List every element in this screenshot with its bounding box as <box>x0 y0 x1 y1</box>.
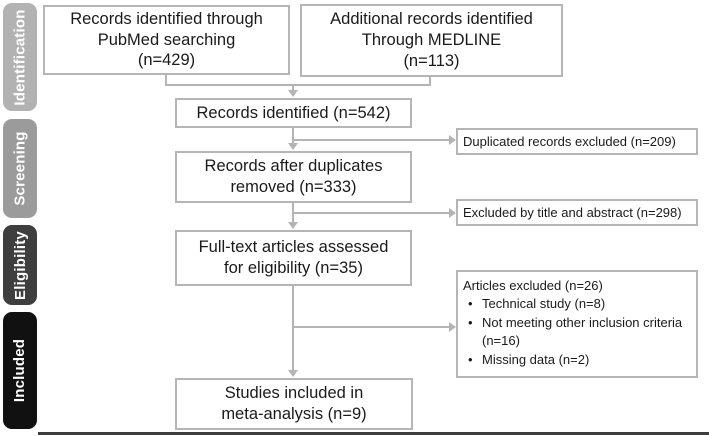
connector-branch-articles-excluded <box>292 326 449 328</box>
node-records-identified: Records identified (n=542) <box>175 98 412 128</box>
stage-included: Included <box>3 312 37 429</box>
stage-screening: Screening <box>3 119 37 218</box>
node-records-pubmed: Records identified through PubMed search… <box>43 5 290 75</box>
connector-medline-down <box>429 77 431 86</box>
arrowhead-right-icon <box>449 135 456 145</box>
connector-merge-horizontal <box>165 84 431 86</box>
arrowhead-down-icon <box>288 143 298 150</box>
connector-pubmed-down <box>165 75 167 86</box>
stage-eligibility-label: Eligibility <box>11 230 29 300</box>
figure-bottom-rule <box>38 432 709 435</box>
node-articles-excluded: Articles excluded (n=26) • Technical stu… <box>456 270 698 378</box>
bullet-text: Missing data (n=2) <box>482 351 590 367</box>
arrowhead-down-icon <box>288 370 298 377</box>
bullet-icon: • <box>468 351 473 367</box>
node-duplicated-excluded: Duplicated records excluded (n=209) <box>456 128 698 155</box>
stage-included-label: Included <box>11 338 29 403</box>
connector-branch-duplicated-excluded <box>292 139 449 141</box>
stage-identification-label: Identification <box>11 8 29 106</box>
node-duplicates-removed: Records after duplicates removed (n=333) <box>175 151 412 203</box>
connector-branch-title-abstract <box>292 212 449 214</box>
connector-to-studies-included <box>292 286 294 372</box>
bullet-icon: • <box>468 296 473 312</box>
articles-excluded-bullet-1: • Technical study (n=8) <box>463 295 690 313</box>
articles-excluded-bullet-3: • Missing data (n=2) <box>463 351 690 369</box>
bullet-icon: • <box>468 314 473 330</box>
connector-to-records-identified <box>292 84 294 92</box>
arrowhead-down-icon <box>288 222 298 229</box>
node-title-abstract-excluded: Excluded by title and abstract (n=298) <box>456 199 698 226</box>
stage-identification: Identification <box>3 3 37 111</box>
connector-to-duplicates-removed <box>292 128 294 145</box>
arrowhead-right-icon <box>449 208 456 218</box>
arrowhead-down-icon <box>288 90 298 97</box>
bullet-text: Technical study (n=8) <box>482 296 606 312</box>
node-records-medline: Additional records identified Through ME… <box>300 4 563 77</box>
articles-excluded-title: Articles excluded (n=26) <box>463 278 603 293</box>
node-fulltext-assessed: Full-text articles assessed for eligibil… <box>175 230 412 286</box>
bullet-text: Not meeting other inclusion criteria (n=… <box>482 314 683 349</box>
articles-excluded-bullet-2: • Not meeting other inclusion criteria (… <box>463 314 690 351</box>
stage-eligibility: Eligibility <box>3 225 37 305</box>
arrowhead-right-icon <box>449 322 456 332</box>
node-studies-included: Studies included in meta-analysis (n=9) <box>175 378 413 430</box>
stage-screening-label: Screening <box>11 131 29 206</box>
